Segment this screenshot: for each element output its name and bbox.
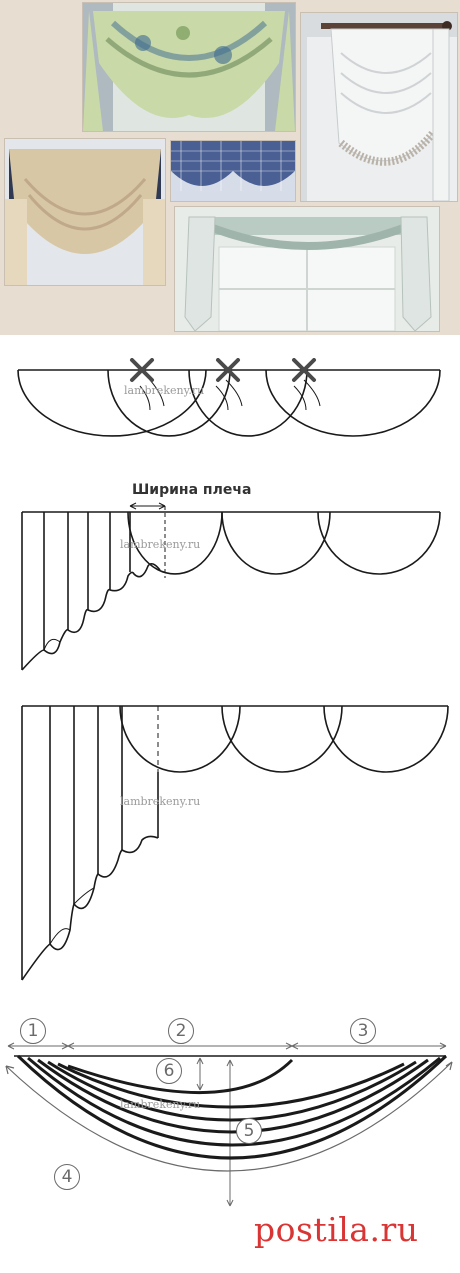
marker-4: 4 xyxy=(54,1164,80,1190)
photo-beige-swag xyxy=(4,138,166,286)
photo-sage-swag-tails xyxy=(174,206,440,332)
marker-1: 1 xyxy=(20,1018,46,1044)
marker-6: 6 xyxy=(156,1058,182,1084)
diagram-swag-long-tail xyxy=(21,705,449,981)
photo-collage xyxy=(0,0,460,335)
watermark-3: lambrekeny.ru xyxy=(120,795,201,808)
photo-sheer-swag xyxy=(300,12,458,202)
diagram-swag-with-tail xyxy=(21,502,441,671)
watermark-1: lambrekeny.ru xyxy=(124,384,205,397)
marker-5: 5 xyxy=(236,1118,262,1144)
shoulder-width-label: Ширина плеча xyxy=(132,482,252,498)
watermark-2: lambrekeny.ru xyxy=(120,538,201,551)
diagram-measurement-arc xyxy=(5,1042,453,1207)
pleat-x-marks xyxy=(130,358,316,382)
photo-floral-swag xyxy=(82,2,296,132)
marker-2: 2 xyxy=(168,1018,194,1044)
diagram-swag-semicircles xyxy=(17,358,441,437)
site-logo[interactable]: postila.ru xyxy=(254,1210,419,1249)
photo-plaid-swags xyxy=(170,140,296,202)
watermark-4: lambrekeny.ru xyxy=(120,1098,201,1111)
marker-3: 3 xyxy=(350,1018,376,1044)
